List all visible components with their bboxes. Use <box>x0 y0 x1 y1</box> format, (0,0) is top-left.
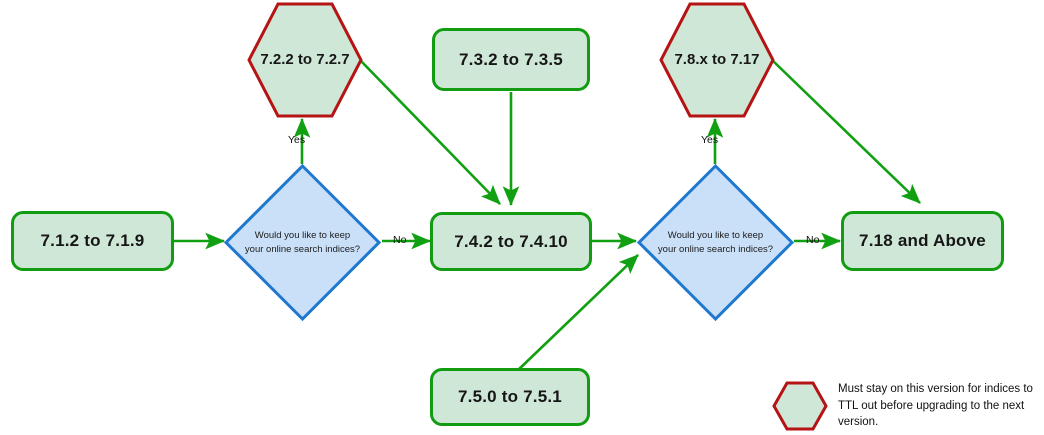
node-label: 7.18 and Above <box>859 231 986 250</box>
node-7-3-2-to-7-3-5[interactable]: 7.3.2 to 7.3.5 <box>432 28 590 91</box>
node-7-18-and-above[interactable]: 7.18 and Above <box>841 211 1004 271</box>
edge-label-no-2: No <box>806 234 820 246</box>
node-decision-indices-2[interactable]: Would you like to keep your online searc… <box>637 164 794 321</box>
edge-n6-n7 <box>515 254 639 373</box>
node-label: 7.1.2 to 7.1.9 <box>40 231 145 250</box>
legend: Must stay on this version for indices to… <box>772 381 1034 431</box>
node-7-4-2-to-7-4-10[interactable]: 7.4.2 to 7.4.10 <box>430 212 592 271</box>
edge-label-no-1: No <box>393 234 407 246</box>
node-label: 7.5.0 to 7.5.1 <box>458 387 562 406</box>
legend-text: Must stay on this version for indices to… <box>838 383 1033 429</box>
node-label: 7.3.2 to 7.3.5 <box>459 49 563 69</box>
hexagon-shape <box>659 2 775 118</box>
node-label: Would you like to keep your online searc… <box>657 229 774 255</box>
node-decision-indices-1[interactable]: Would you like to keep your online searc… <box>224 164 381 321</box>
edge-n8-n9 <box>771 59 921 204</box>
node-label: 7.4.2 to 7.4.10 <box>454 231 568 251</box>
node-7-1-2-to-7-1-9[interactable]: 7.1.2 to 7.1.9 <box>11 211 174 271</box>
diamond-shape <box>637 164 794 321</box>
edge-n3-n5 <box>359 59 501 205</box>
node-label: 7.8.x to 7.17 <box>674 50 760 68</box>
hexagon-shape <box>247 2 363 118</box>
node-7-8-x-to-7-17[interactable]: 7.8.x to 7.17 <box>659 2 775 118</box>
node-7-2-2-to-7-2-7[interactable]: 7.2.2 to 7.2.7 <box>247 2 363 118</box>
node-7-5-0-to-7-5-1[interactable]: 7.5.0 to 7.5.1 <box>430 368 590 426</box>
edge-label-yes-2: Yes <box>701 134 719 146</box>
edge-label-yes-1: Yes <box>288 134 306 146</box>
legend-hexagon-icon <box>772 381 828 431</box>
node-label: Would you like to keep your online searc… <box>244 229 361 255</box>
diamond-shape <box>224 164 381 321</box>
node-label: 7.2.2 to 7.2.7 <box>260 50 350 68</box>
